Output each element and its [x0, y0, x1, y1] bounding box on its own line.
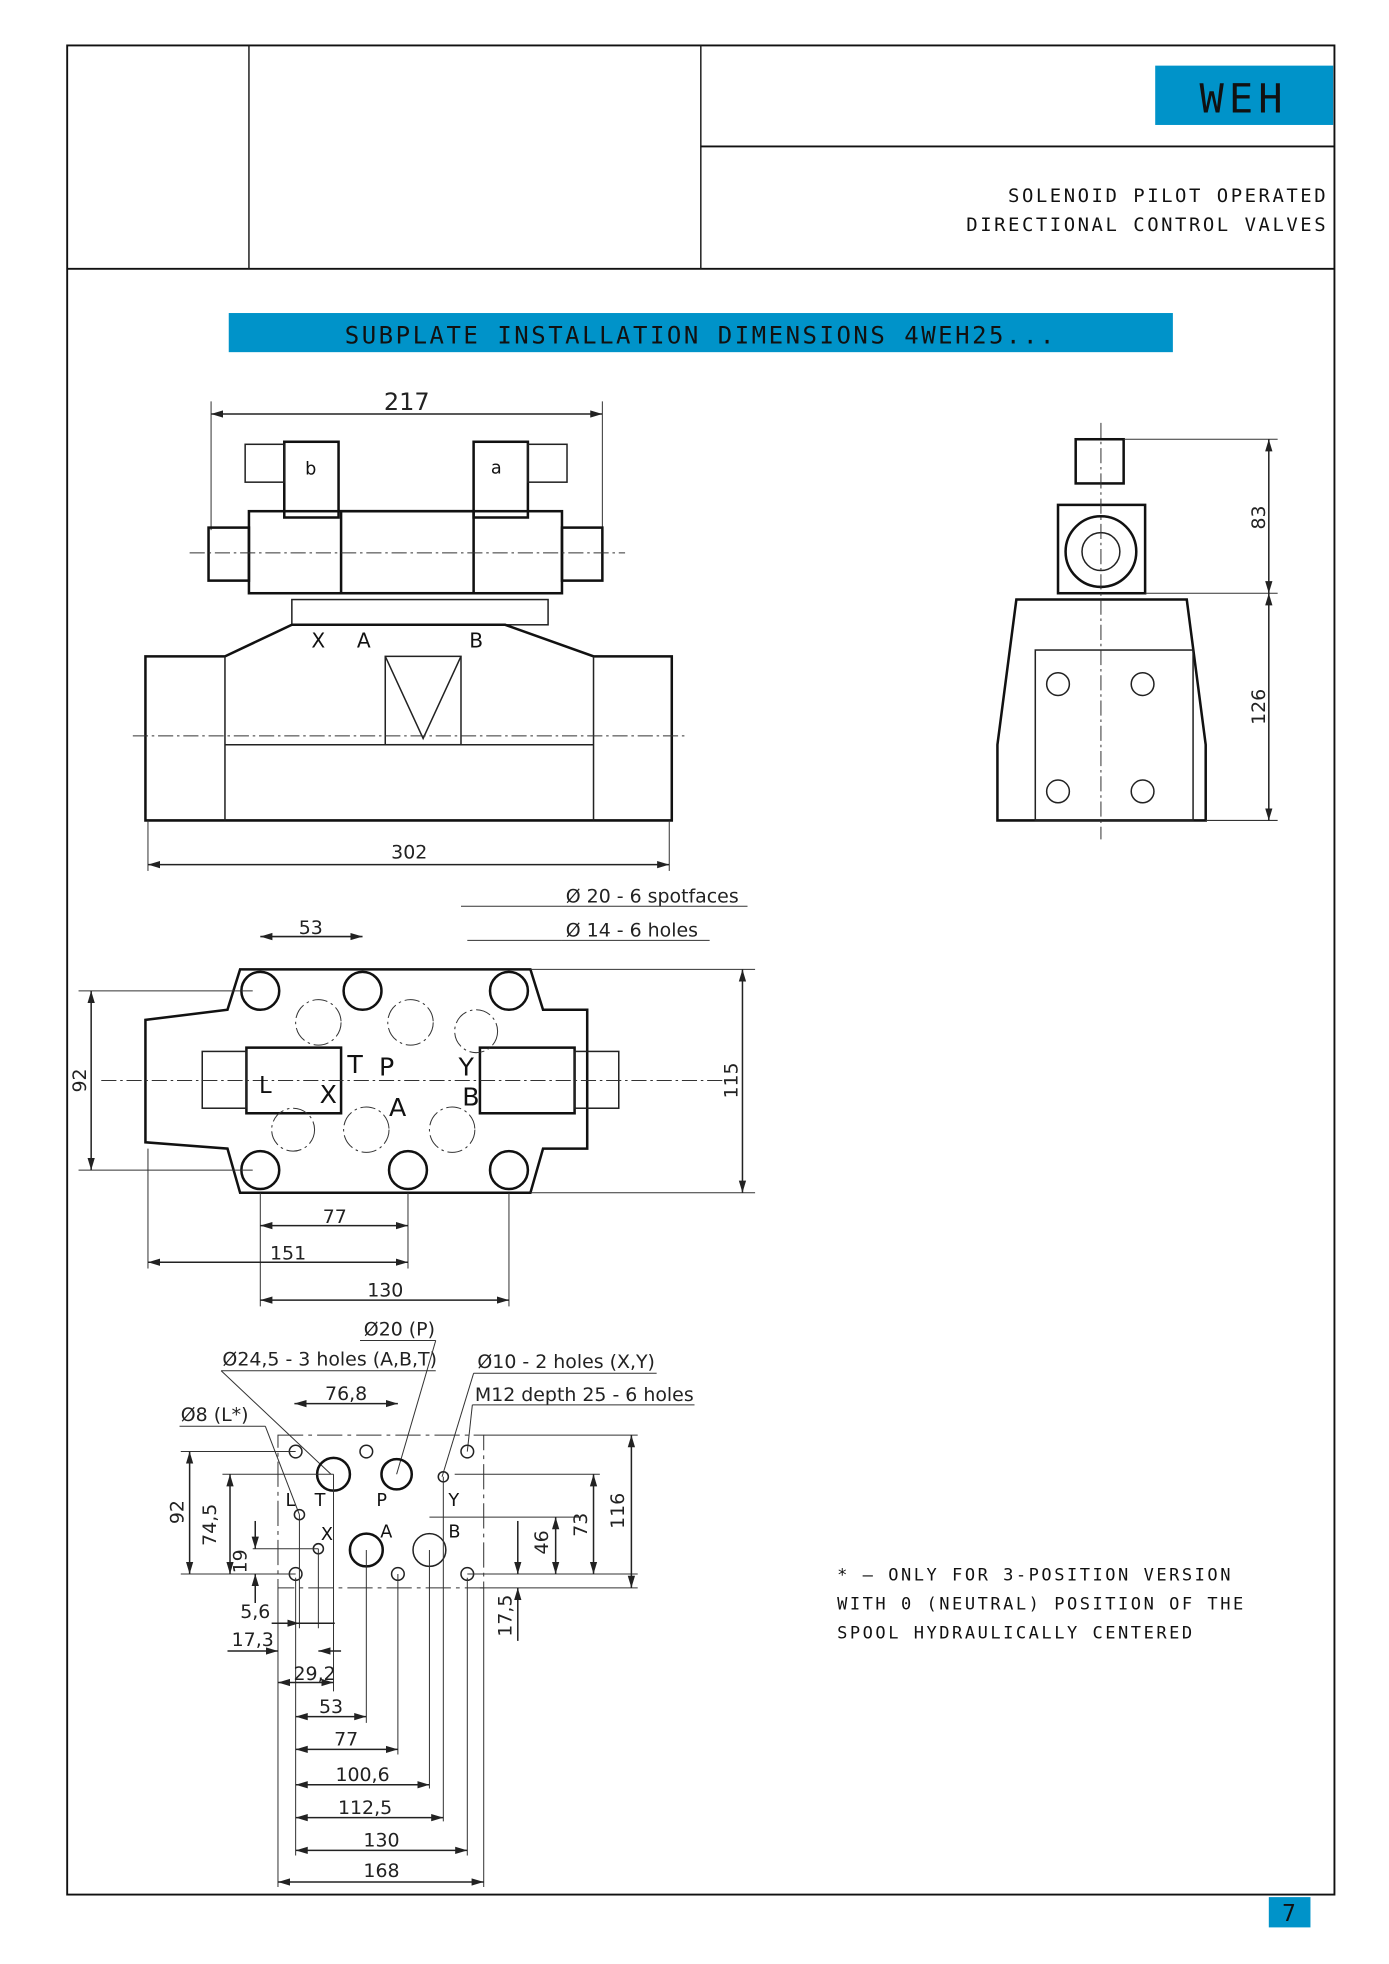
- dim-v19: 19: [229, 1549, 251, 1573]
- header-subtitle-line2: DIRECTIONAL CONTROL VALVES: [966, 214, 1328, 236]
- page-number: 7: [1282, 1901, 1296, 1927]
- plan-port-a: A: [389, 1093, 407, 1122]
- dim-92: 92: [69, 1068, 91, 1092]
- dim-v116: 116: [607, 1493, 629, 1529]
- dim-h5-6: 5,6: [240, 1601, 270, 1623]
- plan-port-t: T: [346, 1050, 363, 1079]
- dim-h112-5: 112,5: [338, 1797, 392, 1819]
- dim-217: 217: [384, 388, 430, 416]
- section-title-banner: SUBPLATE INSTALLATION DIMENSIONS 4WEH25.…: [228, 313, 1173, 353]
- l-hole-callout: Ø8 (L*): [181, 1404, 249, 1426]
- side-view-drawing: 83 126: [996, 422, 1278, 840]
- plan-port-b: B: [462, 1083, 479, 1112]
- dim-h77: 77: [334, 1729, 358, 1751]
- header-subtitle-line1: SOLENOID PILOT OPERATED: [1008, 185, 1328, 207]
- subplate-drawing: Ø20 (P) Ø24,5 - 3 holes (A,B,T) Ø10 - 2 …: [166, 1318, 695, 1888]
- p-hole-callout: Ø20 (P): [364, 1318, 435, 1340]
- sub-port-t: T: [314, 1491, 326, 1511]
- dim-h53: 53: [319, 1696, 343, 1718]
- spotfaces-label: Ø 20 - 6 spotfaces: [566, 885, 739, 907]
- dim-v17-5: 17,5: [494, 1595, 516, 1637]
- plan-port-l: L: [259, 1073, 272, 1099]
- port-b-label: B: [469, 629, 483, 653]
- dim-83: 83: [1248, 505, 1270, 529]
- page-number-badge: 7: [1268, 1897, 1311, 1928]
- dim-126: 126: [1248, 689, 1270, 725]
- dim-151: 151: [270, 1243, 306, 1265]
- dim-v46: 46: [531, 1530, 553, 1554]
- dim-h100-6: 100,6: [335, 1764, 389, 1786]
- front-view-drawing: 217 b a X A B 302: [132, 388, 689, 871]
- dim-v92: 92: [166, 1500, 188, 1524]
- plan-view-drawing: Ø 20 - 6 spotfaces Ø 14 - 6 holes 53 T P…: [69, 885, 756, 1307]
- m12-holes-callout: M12 depth 25 - 6 holes: [475, 1384, 694, 1406]
- dim-h17-3: 17,3: [232, 1629, 274, 1651]
- dim-53: 53: [299, 917, 323, 939]
- dim-76-8: 76,8: [325, 1383, 367, 1405]
- dim-77: 77: [323, 1206, 347, 1228]
- dim-v73: 73: [570, 1513, 592, 1537]
- solenoid-b-label: b: [305, 460, 316, 480]
- plan-port-x: X: [320, 1080, 337, 1109]
- dim-h168: 168: [363, 1860, 399, 1882]
- solenoid-a-label: a: [491, 458, 502, 478]
- dim-h29-2: 29,2: [294, 1663, 336, 1685]
- plan-port-y: Y: [457, 1052, 474, 1081]
- port-x-label: X: [311, 629, 325, 653]
- sub-port-y: Y: [447, 1491, 459, 1511]
- dim-130: 130: [367, 1279, 403, 1301]
- sub-port-b: B: [448, 1522, 460, 1542]
- dim-302: 302: [391, 841, 427, 863]
- dim-v74-5: 74,5: [199, 1504, 221, 1546]
- note-line1: * – ONLY FOR 3-POSITION VERSION: [837, 1565, 1233, 1585]
- xy-holes-callout: Ø10 - 2 holes (X,Y): [477, 1351, 655, 1373]
- plan-port-p: P: [379, 1052, 394, 1081]
- dim-h130: 130: [363, 1830, 399, 1852]
- sub-port-p: P: [376, 1491, 387, 1511]
- note-line2: WITH 0 (NEUTRAL) POSITION OF THE: [837, 1594, 1246, 1614]
- port-a-label: A: [357, 629, 371, 653]
- badge-text: WEH: [1200, 75, 1288, 122]
- sub-port-l: L: [286, 1491, 296, 1511]
- sub-port-a: A: [380, 1522, 392, 1542]
- dim-115: 115: [720, 1062, 742, 1098]
- note-line3: SPOOL HYDRAULICALLY CENTERED: [837, 1623, 1195, 1643]
- section-title: SUBPLATE INSTALLATION DIMENSIONS 4WEH25.…: [345, 321, 1057, 349]
- footnote: * – ONLY FOR 3-POSITION VERSION WITH 0 (…: [837, 1565, 1246, 1643]
- header-badge: WEH: [1155, 65, 1334, 125]
- holes-label: Ø 14 - 6 holes: [566, 920, 698, 942]
- sub-port-x: X: [321, 1525, 333, 1545]
- abt-holes-callout: Ø24,5 - 3 holes (A,B,T): [222, 1349, 437, 1371]
- page-frame: [66, 44, 1336, 1896]
